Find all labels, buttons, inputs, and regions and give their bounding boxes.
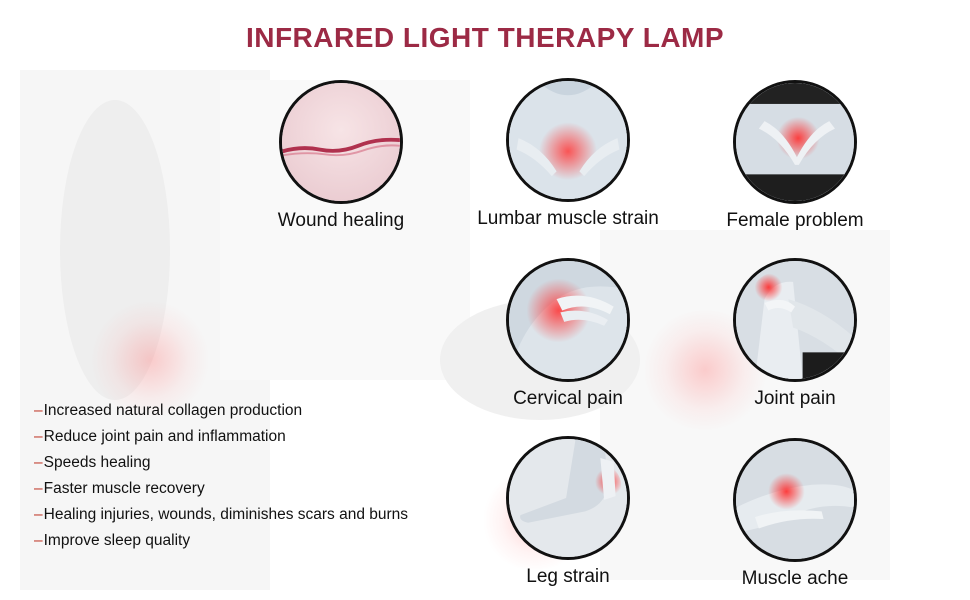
foot-image [506, 436, 630, 560]
condition-label: Muscle ache [741, 568, 849, 589]
bg-glow-1 [90, 300, 210, 420]
knee-image [733, 258, 857, 382]
benefit-item: –Healing injuries, wounds, diminishes sc… [34, 502, 408, 528]
condition-card-joint: Joint pain [700, 258, 890, 410]
benefit-text: Reduce joint pain and inflammation [43, 428, 286, 445]
benefit-text: Healing injuries, wounds, diminishes sca… [43, 506, 409, 523]
benefit-text: Faster muscle recovery [43, 480, 205, 497]
condition-label: Wound healing [277, 210, 405, 231]
condition-label: Leg strain [526, 566, 610, 587]
dash-bullet: – [34, 480, 43, 497]
condition-label: Joint pain [754, 388, 836, 409]
condition-label: Lumbar muscle strain [477, 208, 659, 229]
page-title: INFRARED LIGHT THERAPY LAMP [245, 22, 725, 53]
condition-card-leg: Leg strain [473, 436, 663, 588]
benefit-text: Increased natural collagen production [43, 402, 303, 419]
hand-image [733, 438, 857, 562]
condition-card-female: Female problem [700, 80, 890, 232]
condition-card-wound-healing: Wound healing [246, 80, 436, 232]
dash-bullet: – [34, 532, 43, 549]
dash-bullet: – [34, 402, 43, 419]
bg-arm-shape [60, 100, 170, 400]
benefit-text: Improve sleep quality [43, 532, 191, 549]
condition-card-muscle: Muscle ache [700, 438, 890, 590]
dash-bullet: – [34, 428, 43, 445]
neck-image [506, 258, 630, 382]
benefits-list: –Increased natural collagen production –… [34, 398, 408, 554]
dash-bullet: – [34, 506, 43, 523]
wound-image [279, 80, 403, 204]
abdomen-image [733, 80, 857, 204]
benefit-item: –Improve sleep quality [34, 528, 408, 554]
benefit-item: –Increased natural collagen production [34, 398, 408, 424]
condition-label: Cervical pain [513, 388, 623, 409]
benefit-item: –Speeds healing [34, 450, 408, 476]
benefit-text: Speeds healing [43, 454, 151, 471]
dash-bullet: – [34, 454, 43, 471]
benefit-item: –Faster muscle recovery [34, 476, 408, 502]
condition-card-lumbar: Lumbar muscle strain [473, 78, 663, 230]
condition-label: Female problem [726, 210, 864, 231]
lumbar-image [506, 78, 630, 202]
benefit-item: –Reduce joint pain and inflammation [34, 424, 408, 450]
condition-card-cervical: Cervical pain [473, 258, 663, 410]
